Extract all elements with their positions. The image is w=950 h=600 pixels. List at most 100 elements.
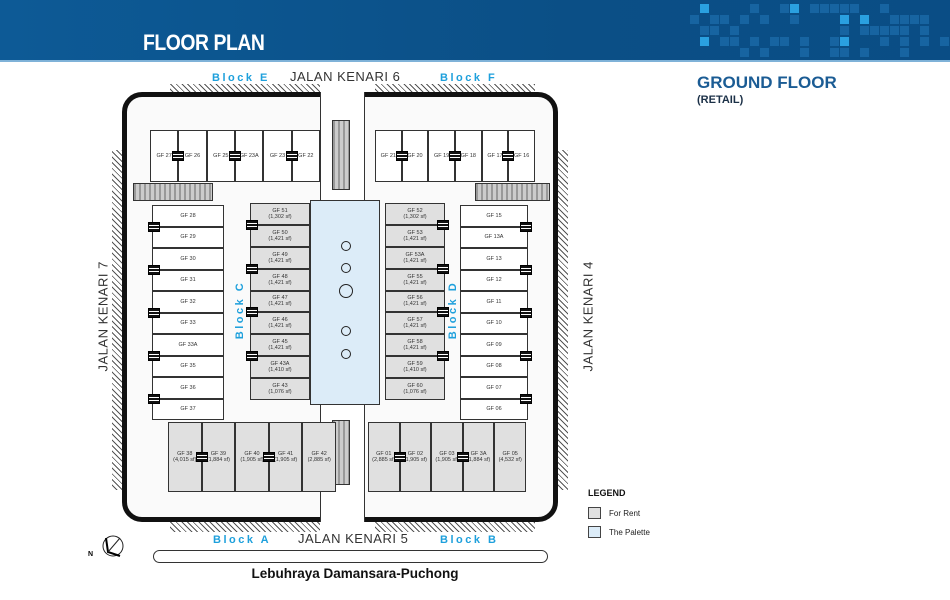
unit-west[interactable]: GF 28 bbox=[152, 205, 224, 227]
staircase-icon bbox=[393, 452, 406, 462]
banner-pattern-square bbox=[730, 37, 739, 46]
banner-pattern-square bbox=[830, 48, 839, 57]
unit-block-d[interactable]: GF 56(1,421 sf) bbox=[385, 290, 445, 313]
staircase-icon bbox=[148, 393, 160, 404]
unit-number: GF 57 bbox=[407, 317, 423, 324]
unit-east[interactable]: GF 13A bbox=[460, 226, 528, 248]
banner-pattern-square bbox=[890, 15, 899, 24]
road-south-label: JALAN KENARI 5 bbox=[298, 531, 409, 546]
unit-number: GF 48 bbox=[272, 273, 288, 280]
unit-east[interactable]: GF 06 bbox=[460, 398, 528, 420]
unit-number: GF 11 bbox=[486, 298, 502, 305]
unit-west[interactable]: GF 33A bbox=[152, 334, 224, 356]
unit-block-d[interactable]: GF 55(1,421 sf) bbox=[385, 268, 445, 291]
banner-pattern-square bbox=[830, 4, 839, 13]
unit-block-a[interactable]: GF 42(2,885 sf) bbox=[302, 422, 336, 492]
unit-number: GF 36 bbox=[180, 384, 196, 391]
unit-block-d[interactable]: GF 53(1,421 sf) bbox=[385, 224, 445, 247]
unit-west[interactable]: GF 30 bbox=[152, 248, 224, 270]
unit-east[interactable]: GF 10 bbox=[460, 312, 528, 334]
unit-west[interactable]: GF 36 bbox=[152, 377, 224, 399]
block-a-label: Block A bbox=[213, 534, 272, 546]
unit-east[interactable]: GF 12 bbox=[460, 269, 528, 291]
unit-area: (1,410 sf) bbox=[268, 367, 292, 374]
banner-pattern-square bbox=[910, 15, 919, 24]
unit-area: (1,905 sf) bbox=[403, 457, 427, 463]
staircase-icon bbox=[520, 264, 532, 275]
parking-hatch-north-east bbox=[375, 84, 535, 94]
unit-west[interactable]: GF 32 bbox=[152, 291, 224, 313]
unit-block-c[interactable]: GF 46(1,421 sf) bbox=[250, 312, 310, 335]
unit-block-c[interactable]: GF 51(1,302 sf) bbox=[250, 203, 310, 225]
unit-block-b[interactable]: GF 05(4,532 sf) bbox=[494, 422, 526, 492]
unit-block-d[interactable]: GF 52(1,302 sf) bbox=[385, 203, 445, 225]
unit-number: GF 52 bbox=[407, 207, 423, 214]
unit-block-c[interactable]: GF 48(1,421 sf) bbox=[250, 268, 310, 291]
highway-road bbox=[153, 550, 548, 563]
legend-swatch bbox=[588, 526, 601, 538]
staircase-icon bbox=[148, 307, 160, 318]
unit-number: GF 26 bbox=[184, 152, 201, 159]
unit-block-d[interactable]: GF 57(1,421 sf) bbox=[385, 312, 445, 335]
banner-pattern-square bbox=[780, 4, 789, 13]
unit-west[interactable]: GF 35 bbox=[152, 355, 224, 377]
legend-label: The Palette bbox=[609, 527, 650, 537]
unit-east[interactable]: GF 15 bbox=[460, 205, 528, 227]
unit-number: GF 25 bbox=[213, 152, 229, 159]
staircase-icon bbox=[246, 219, 258, 230]
legend-title: LEGEND bbox=[588, 488, 626, 498]
unit-number: GF 22 bbox=[298, 152, 314, 159]
highway-label: Lebuhraya Damansara-Puchong bbox=[251, 566, 459, 581]
unit-west[interactable]: GF 33 bbox=[152, 312, 224, 334]
banner-pattern-square bbox=[690, 15, 699, 24]
unit-block-c[interactable]: GF 50(1,421 sf) bbox=[250, 224, 310, 247]
unit-east[interactable]: GF 11 bbox=[460, 291, 528, 313]
unit-number: GF 21 bbox=[380, 152, 396, 159]
unit-area: (1,421 sf) bbox=[268, 257, 292, 264]
banner-pattern-square bbox=[740, 48, 749, 57]
unit-block-d[interactable]: GF 58(1,421 sf) bbox=[385, 334, 445, 357]
unit-area: (1,905 sf) bbox=[435, 457, 459, 463]
staircase-icon bbox=[195, 452, 208, 462]
banner-pattern-square bbox=[700, 37, 709, 46]
unit-block-d[interactable]: GF 60(1,076 sf) bbox=[385, 378, 445, 400]
banner-pattern-square bbox=[750, 4, 759, 13]
unit-east[interactable]: GF 07 bbox=[460, 377, 528, 399]
banner-pattern-square bbox=[800, 37, 809, 46]
fountain-icon bbox=[341, 263, 351, 273]
unit-block-c[interactable]: GF 45(1,421 sf) bbox=[250, 334, 310, 357]
block-e-label: Block E bbox=[212, 72, 270, 84]
banner-pattern-square bbox=[900, 48, 909, 57]
unit-area: (1,884 sf) bbox=[206, 457, 230, 463]
unit-number: GF 31 bbox=[180, 277, 196, 284]
unit-block-d[interactable]: GF 59(1,410 sf) bbox=[385, 356, 445, 379]
banner-pattern-square bbox=[840, 15, 849, 24]
staircase-icon bbox=[520, 393, 532, 404]
unit-area: (1,421 sf) bbox=[403, 323, 427, 330]
unit-east[interactable]: GF 09 bbox=[460, 334, 528, 356]
unit-west[interactable]: GF 37 bbox=[152, 398, 224, 420]
banner-pattern-square bbox=[700, 4, 709, 13]
unit-number: GF 42 bbox=[311, 450, 327, 457]
unit-number: GF 19 bbox=[434, 152, 450, 159]
staircase-icon bbox=[172, 151, 185, 161]
banner-pattern-square bbox=[890, 26, 899, 35]
unit-area: (1,421 sf) bbox=[268, 323, 292, 330]
unit-west[interactable]: GF 29 bbox=[152, 226, 224, 248]
parking-hatch-south-west bbox=[170, 522, 320, 532]
unit-area: (1,421 sf) bbox=[268, 279, 292, 286]
unit-number: GF 56 bbox=[407, 295, 423, 302]
unit-block-c[interactable]: GF 43A(1,410 sf) bbox=[250, 356, 310, 379]
unit-block-d[interactable]: GF 53A(1,421 sf) bbox=[385, 246, 445, 269]
unit-number: GF 35 bbox=[180, 363, 196, 370]
unit-block-c[interactable]: GF 49(1,421 sf) bbox=[250, 246, 310, 269]
unit-number: GF 37 bbox=[180, 406, 196, 413]
unit-west[interactable]: GF 31 bbox=[152, 269, 224, 291]
unit-block-c[interactable]: GF 43(1,076 sf) bbox=[250, 378, 310, 400]
unit-area: (1,076 sf) bbox=[268, 389, 292, 396]
unit-east[interactable]: GF 13 bbox=[460, 248, 528, 270]
unit-east[interactable]: GF 08 bbox=[460, 355, 528, 377]
unit-block-c[interactable]: GF 47(1,421 sf) bbox=[250, 290, 310, 313]
unit-block-f[interactable]: GF 18 bbox=[455, 130, 482, 182]
fountain-icon bbox=[341, 326, 351, 336]
